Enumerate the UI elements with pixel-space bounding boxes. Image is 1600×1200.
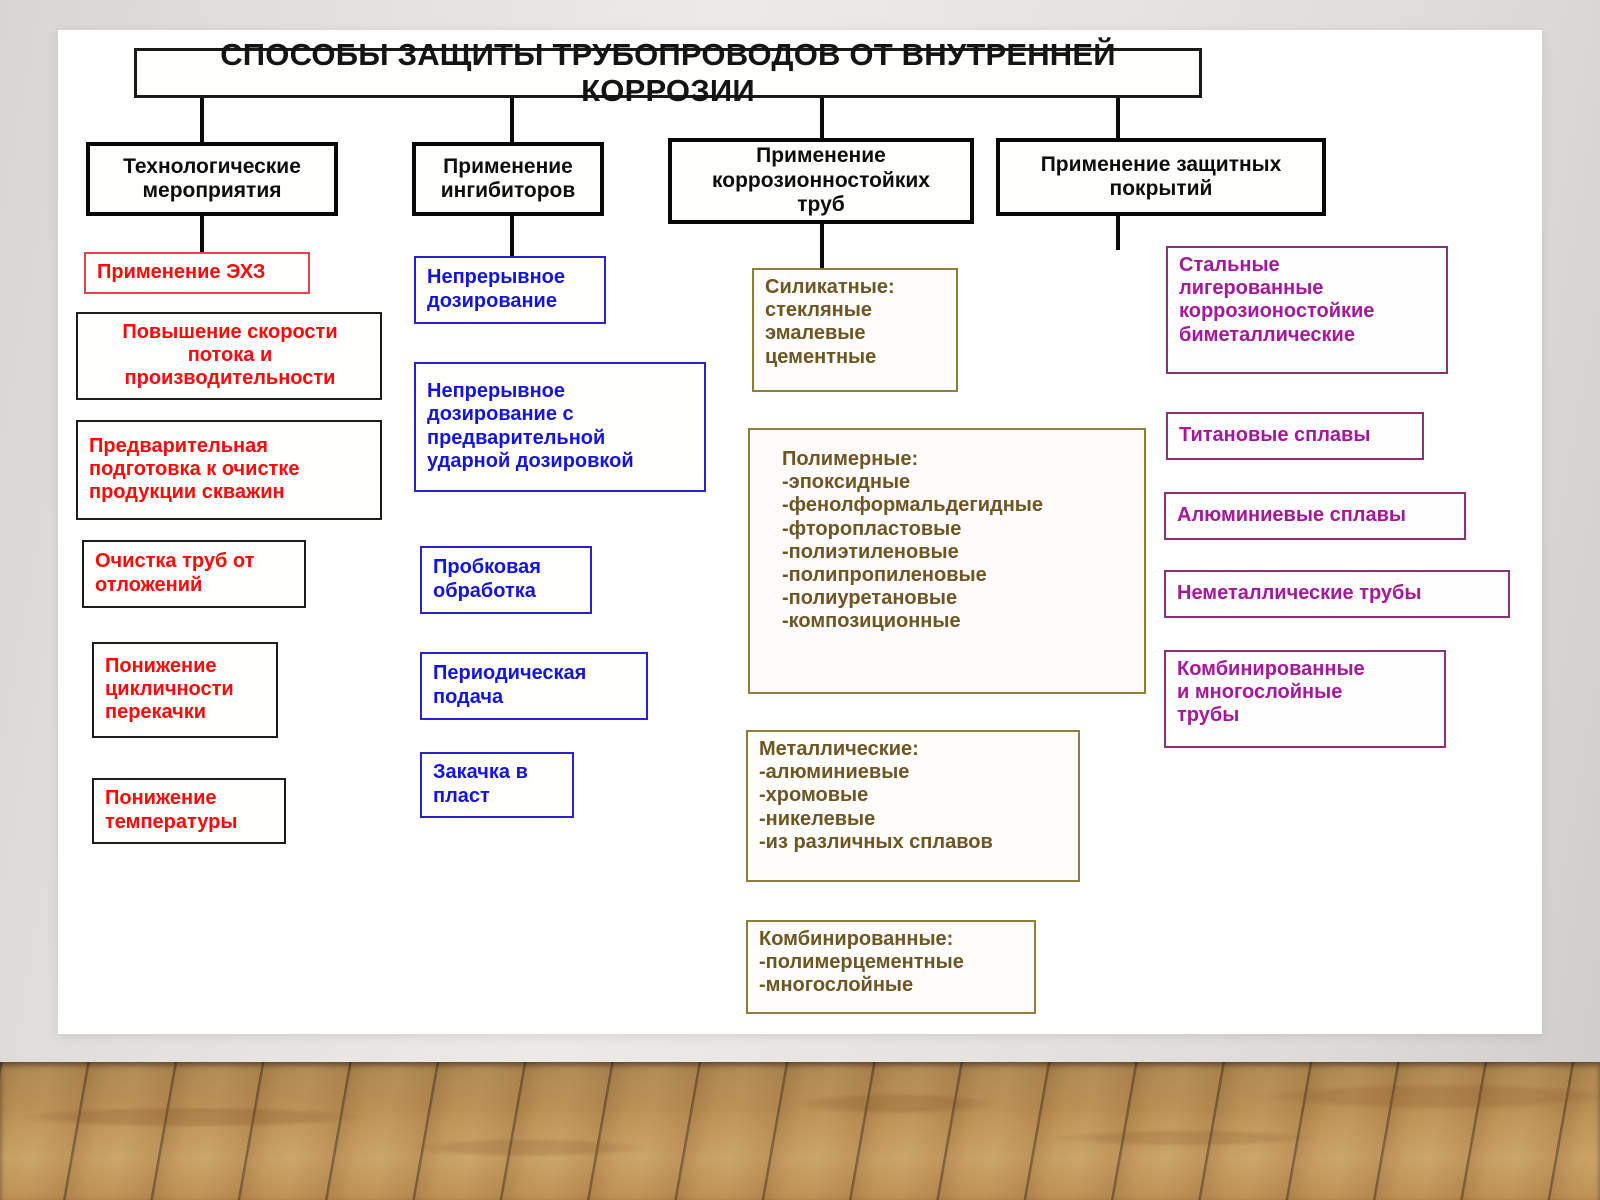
level2-box-corrosion-resistant-pipes[interactable]: Применение коррозионностойких труб (668, 138, 974, 224)
level2-box-inhibitors[interactable]: Применение ингибиторов (412, 142, 604, 216)
col4-item-3[interactable]: Неметаллические трубы (1164, 570, 1510, 618)
col3-item-1[interactable]: Полимерные: -эпоксидные -фенолформальдег… (748, 428, 1146, 694)
col3-item-0[interactable]: Силикатные: стекляные эмалевые цементные (752, 268, 958, 392)
col2-item-0[interactable]: Непрерывное дозирование (414, 256, 606, 324)
col1-item-2[interactable]: Предварительная подготовка к очистке про… (76, 420, 382, 520)
col3-item-3[interactable]: Комбинированные: -полимерцементные -мног… (746, 920, 1036, 1014)
connector-title-to-col4 (1116, 98, 1120, 142)
col2-item-4[interactable]: Закачка в пласт (420, 752, 574, 818)
col4-item-1[interactable]: Титановые сплавы (1166, 412, 1424, 460)
col1-item-0[interactable]: Применение ЭХЗ (84, 252, 310, 294)
presentation-slide: СПОСОБЫ ЗАЩИТЫ ТРУБОПРОВОДОВ ОТ ВНУТРЕНН… (58, 30, 1542, 1034)
connector-title-to-col3 (820, 98, 824, 138)
col4-item-4[interactable]: Комбинированные и многослойные трубы (1164, 650, 1446, 748)
connector-title-to-col1 (200, 98, 204, 142)
col2-item-3[interactable]: Периодическая подача (420, 652, 648, 720)
col1-item-1[interactable]: Повышение скорости потока и производител… (76, 312, 382, 400)
col4-item-0[interactable]: Стальные лигерованные коррозионостойкие … (1166, 246, 1448, 374)
wooden-floor-background (0, 1062, 1600, 1200)
col1-item-5[interactable]: Понижение температуры (92, 778, 286, 844)
connector-col4-to-leaf (1116, 216, 1120, 250)
connector-title-to-col2 (510, 98, 514, 142)
diagram-title: СПОСОБЫ ЗАЩИТЫ ТРУБОПРОВОДОВ ОТ ВНУТРЕНН… (134, 37, 1202, 108)
level2-box-tech-measures[interactable]: Технологические мероприятия (86, 142, 338, 216)
col3-item-2[interactable]: Металлические: -алюминиевые -хромовые -н… (746, 730, 1080, 882)
level2-box-protective-coatings[interactable]: Применение защитных покрытий (996, 138, 1326, 216)
col1-item-3[interactable]: Очистка труб от отложений (82, 540, 306, 608)
col2-item-1[interactable]: Непрерывное дозирование с предварительно… (414, 362, 706, 492)
col2-item-2[interactable]: Пробковая обработка (420, 546, 592, 614)
connector-col3-to-leaf (820, 224, 824, 276)
col4-item-2[interactable]: Алюминиевые сплавы (1164, 492, 1466, 540)
connector-col2-to-leaf (510, 216, 514, 256)
col1-item-4[interactable]: Понижение цикличности перекачки (92, 642, 278, 738)
connector-col1-to-leaf (200, 216, 204, 254)
